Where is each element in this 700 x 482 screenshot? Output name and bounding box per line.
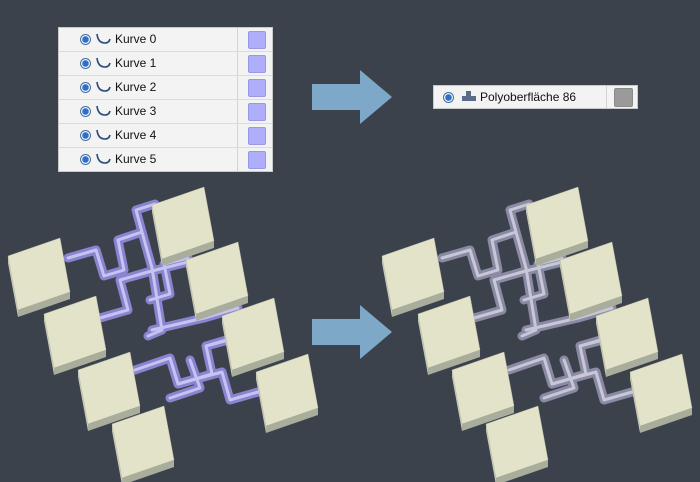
curve-icon bbox=[96, 153, 111, 164]
right-arrow-icon bbox=[312, 305, 392, 359]
curve-list-panel: Kurve 0 Kurve 1 Kurve 2 Kurve 3 Kurve 4 … bbox=[58, 27, 273, 172]
list-item-label: Kurve 3 bbox=[115, 104, 157, 118]
list-item[interactable]: Kurve 3 bbox=[59, 100, 272, 124]
column-divider bbox=[237, 100, 238, 123]
color-swatch[interactable] bbox=[248, 127, 266, 145]
list-item[interactable]: Kurve 1 bbox=[59, 52, 272, 76]
column-divider bbox=[237, 52, 238, 75]
column-divider bbox=[606, 86, 607, 108]
visibility-radio[interactable] bbox=[80, 130, 91, 141]
list-item[interactable]: Kurve 0 bbox=[59, 28, 272, 52]
list-item-label: Polyoberfläche 86 bbox=[480, 90, 577, 104]
list-item[interactable]: Kurve 4 bbox=[59, 124, 272, 148]
list-item-label: Kurve 0 bbox=[115, 32, 157, 46]
list-item-label: Kurve 2 bbox=[115, 80, 157, 94]
visibility-radio[interactable] bbox=[80, 106, 91, 117]
curve-icon bbox=[96, 81, 111, 92]
pads-left bbox=[7, 186, 319, 482]
column-divider bbox=[237, 124, 238, 147]
polysurface-icon bbox=[462, 91, 476, 101]
visibility-radio[interactable] bbox=[443, 92, 454, 103]
right-arrow-icon bbox=[312, 70, 392, 124]
column-divider bbox=[237, 148, 238, 171]
visibility-radio[interactable] bbox=[80, 82, 91, 93]
color-swatch[interactable] bbox=[248, 55, 266, 73]
column-divider bbox=[237, 28, 238, 51]
color-swatch[interactable] bbox=[248, 151, 266, 169]
color-swatch[interactable] bbox=[614, 88, 633, 107]
result-list-item[interactable]: Polyoberfläche 86 bbox=[433, 85, 638, 109]
list-item-label: Kurve 5 bbox=[115, 152, 157, 166]
curve-icon bbox=[96, 57, 111, 68]
color-swatch[interactable] bbox=[248, 31, 266, 49]
color-swatch[interactable] bbox=[248, 79, 266, 97]
list-item-label: Kurve 1 bbox=[115, 56, 157, 70]
curve-icon bbox=[96, 129, 111, 140]
curves-scene bbox=[63, 199, 263, 405]
color-swatch[interactable] bbox=[248, 103, 266, 121]
column-divider bbox=[237, 76, 238, 99]
curve-icon bbox=[96, 33, 111, 44]
visibility-radio[interactable] bbox=[80, 34, 91, 45]
visibility-radio[interactable] bbox=[80, 58, 91, 69]
list-item[interactable]: Kurve 2 bbox=[59, 76, 272, 100]
visibility-radio[interactable] bbox=[80, 154, 91, 165]
list-item[interactable]: Kurve 5 bbox=[59, 148, 272, 171]
pads-right bbox=[381, 186, 693, 482]
list-item-label: Kurve 4 bbox=[115, 128, 157, 142]
curve-icon bbox=[96, 105, 111, 116]
polysurface-scene bbox=[437, 199, 637, 405]
